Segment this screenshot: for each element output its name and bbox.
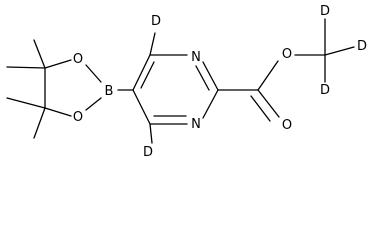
bond-methyl-2 [6,66,46,69]
bond-c6-c5 [132,89,151,125]
bond-n3-c2 [202,61,219,91]
atom-label-oxygen-ring-bottom: O [73,110,83,125]
pyrimidine-ring [117,32,219,144]
bond-c5-c4 [132,54,151,91]
bond-o-top-c [44,59,72,69]
atom-label-oxygen-ring-top: O [73,52,83,67]
atom-label-oxygen-ester: O [282,47,292,62]
bond-c6-d [149,123,153,144]
bond-methyl-3 [6,97,46,109]
bond-carbonyl-ester-o [257,60,279,91]
bond-methyl-d-right [324,46,355,56]
atom-label-nitrogen-top: N [191,50,201,65]
bond-b-o-top [85,64,102,83]
bond-o-bottom-c [44,107,72,117]
bond-c4-d [149,32,156,56]
canvas-background [0,0,372,160]
atom-label-nitrogen-bottom: N [191,117,201,132]
atom-label-oxygen-carbonyl: O [282,118,292,133]
bond-c5-c4-double [140,61,155,89]
atom-label-deuterium-ring-bottom: D [143,145,153,160]
atom-label-deuterium-methyl-right: D [357,39,367,54]
bond-b-o-bottom [85,97,102,111]
bond-n3-c2-double [195,65,210,91]
bond-methyl-1 [33,39,46,69]
bond-carbonyl-o-double [250,95,271,122]
atom-labels: B O O N N D D O O D D D [73,4,367,160]
methyl-ester-group [217,18,355,122]
molecule-structure-diagram: B O O N N D D O O D D D [0,0,372,160]
atom-label-boron: B [105,84,114,99]
bond-methyl-4 [33,107,46,139]
atom-label-deuterium-methyl-top: D [320,4,330,19]
bond-c2-n1 [202,89,219,119]
atom-label-deuterium-methyl-bottom: D [320,83,330,98]
pinacol-boronate-group [6,39,102,139]
bond-carbonyl-o [257,89,280,118]
atom-label-deuterium-ring-top: D [151,14,161,29]
